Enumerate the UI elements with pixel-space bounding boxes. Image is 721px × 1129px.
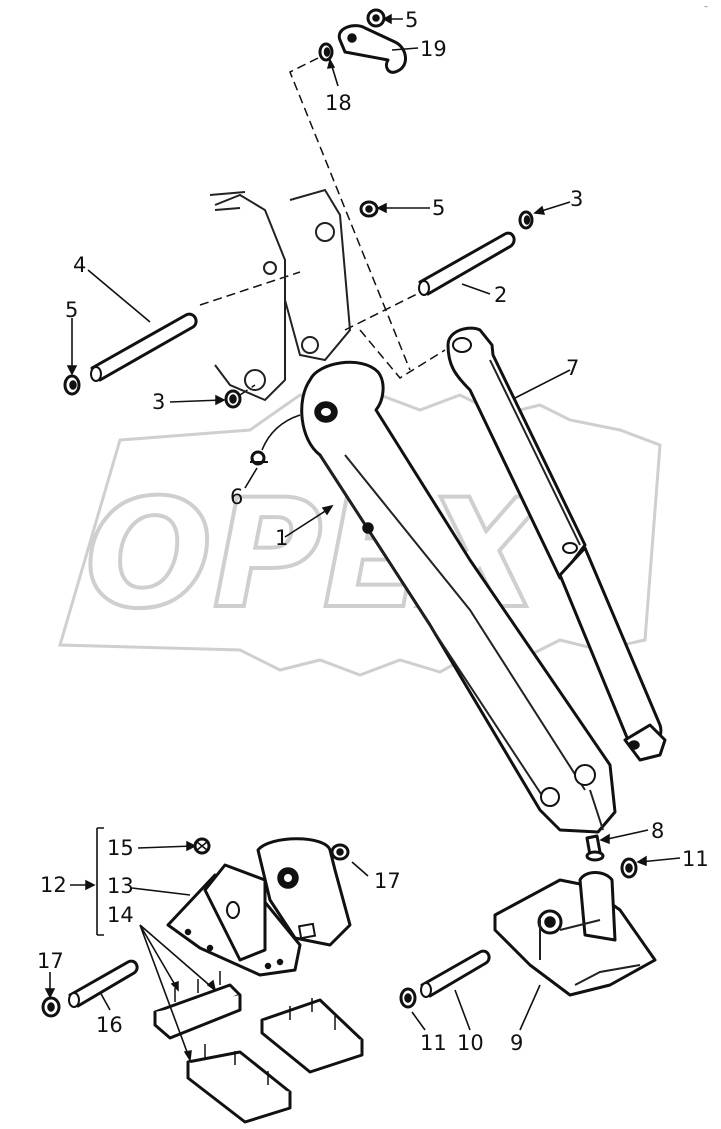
pin-10 [420,949,491,998]
callout-5-left: 5 [65,298,78,322]
shim-14c [186,1044,292,1124]
callout-17-left: 17 [37,949,64,973]
callout-15: 15 [107,836,134,860]
pivot-base-9 [493,871,657,997]
washer-17-left [41,996,61,1018]
washer-11-right [620,857,638,879]
washer-11-left [399,987,417,1009]
callout-3-right: 3 [570,187,583,211]
callout-8: 8 [651,819,664,843]
callout-18: 18 [325,91,352,115]
callout-19: 19 [420,37,447,61]
washer-17-right [330,843,350,861]
washer-3-left [224,389,242,409]
callout-1: 1 [275,526,288,550]
shim-14b [260,998,364,1074]
corner-mark: – [704,2,708,11]
callout-16: 16 [96,1013,123,1037]
pin-16 [68,959,139,1008]
callout-5-mid: 5 [432,196,445,220]
callout-11-right: 11 [682,847,709,871]
callout-6: 6 [230,485,243,509]
callout-11-left: 11 [420,1031,447,1055]
pin-4 [90,312,198,382]
grease-fitting-6 [250,414,301,466]
callout-14: 14 [107,903,134,927]
grease-fitting-15 [193,837,211,855]
callout-5-top: 5 [405,8,418,32]
callout-3-left: 3 [152,390,165,414]
callout-numbers: 5 19 18 5 3 4 2 5 7 3 6 1 8 15 11 12 13 … [37,8,709,1055]
callout-4: 4 [73,253,86,277]
pillow-block-13 [166,837,352,977]
bolt-8 [585,834,605,862]
link-plate-19 [337,24,407,74]
callout-17-right: 17 [374,869,401,893]
washer-5-mid [359,200,379,218]
leader-lines [44,13,681,1063]
callout-12: 12 [40,873,67,897]
hydraulic-cylinder-7 [446,326,667,762]
callout-7: 7 [566,356,579,380]
washer-3-right [518,210,534,230]
washer-18 [318,42,334,62]
shim-14a [153,971,242,1040]
washer-5-top [366,8,386,28]
boom-arm-1 [300,360,617,834]
callout-9: 9 [510,1031,523,1055]
callout-10: 10 [457,1031,484,1055]
mounting-bracket-phantom [209,188,352,402]
callout-2: 2 [494,283,507,307]
callout-13: 13 [107,874,134,898]
pin-2 [418,231,516,296]
washer-5-left [63,374,81,396]
